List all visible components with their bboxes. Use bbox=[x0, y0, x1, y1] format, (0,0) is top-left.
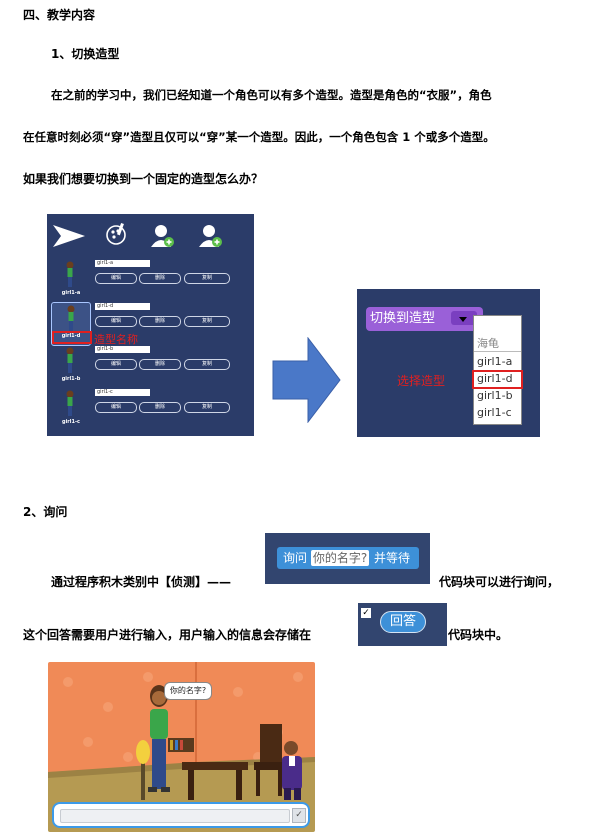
costume-panel: girl1-a girl1-a 编辑 删除 复制 girl1-d girl1-d… bbox=[47, 214, 254, 436]
answer-input-field[interactable] bbox=[60, 809, 290, 823]
costume-row[interactable]: girl1-c girl1-c 编辑 删除 复制 bbox=[47, 388, 254, 434]
delete-button[interactable]: 删除 bbox=[139, 402, 181, 413]
delete-button[interactable]: 删除 bbox=[139, 273, 181, 284]
girl-figure-icon bbox=[66, 390, 74, 416]
dropdown-option-selected[interactable]: girl1-d bbox=[477, 372, 513, 385]
dropdown-divider bbox=[474, 351, 521, 352]
costume-row[interactable]: girl1-b girl1-b 编辑 删除 复制 bbox=[47, 345, 254, 391]
switch-costume-label: 切换到造型 bbox=[370, 311, 436, 326]
upload-costume-icon[interactable] bbox=[198, 223, 224, 249]
costume-thumbnail[interactable] bbox=[51, 388, 89, 430]
section-heading: 四、教学内容 bbox=[23, 8, 96, 22]
palette-icon[interactable] bbox=[105, 222, 127, 246]
edit-button[interactable]: 编辑 bbox=[95, 273, 137, 284]
edit-button[interactable]: 编辑 bbox=[95, 316, 137, 327]
costume-thumb-label: girl1-a bbox=[61, 290, 81, 296]
dropdown-option[interactable]: 海龟 bbox=[477, 337, 499, 350]
answer-sentence-end: 代码块中。 bbox=[448, 628, 509, 642]
check-icon[interactable]: ✓ bbox=[292, 808, 306, 823]
paragraph-line-3: 如果我们想要切换到一个固定的造型怎么办？ bbox=[23, 172, 264, 186]
right-arrow-icon bbox=[272, 337, 341, 423]
add-costume-icon[interactable] bbox=[150, 223, 176, 249]
speech-bubble: 你的名字? bbox=[164, 682, 212, 700]
girl-figure-icon bbox=[67, 305, 75, 331]
stage-scene: 你的名字? ✓ bbox=[48, 662, 315, 832]
copy-button[interactable]: 复制 bbox=[184, 316, 230, 327]
ask-and-wait-block[interactable]: 询问 你的名字? 并等待 bbox=[277, 547, 419, 569]
costume-name-field[interactable]: girl1-d bbox=[95, 303, 150, 310]
costume-name-field[interactable]: girl1-c bbox=[95, 389, 150, 396]
delete-button[interactable]: 删除 bbox=[139, 359, 181, 370]
answer-reporter-block[interactable]: 回答 bbox=[380, 611, 426, 633]
dropdown-option[interactable]: girl1-b bbox=[477, 389, 513, 402]
answer-sentence-start: 这个回答需要用户进行输入，用户输入的信息会存储在 bbox=[23, 628, 312, 642]
select-costume-annotation: 选择造型 bbox=[397, 374, 446, 388]
answer-block-image: ✓ 回答 bbox=[358, 603, 447, 646]
ask-question-input[interactable]: 你的名字? bbox=[311, 550, 369, 566]
costume-thumb-label: girl1-c bbox=[62, 419, 80, 425]
costume-name-annotation: 造型名称 bbox=[94, 333, 138, 346]
costume-dropdown-list: 海龟 girl1-a girl1-d girl1-b girl1-c bbox=[472, 315, 523, 425]
costume-thumb-label: girl1-b bbox=[61, 376, 81, 382]
paragraph-line-2: 在任意时刻必须“穿”造型且仅可以“穿”某一个造型。因此，一个角色包含 1 个或多… bbox=[23, 130, 495, 144]
costume-thumbnail[interactable] bbox=[51, 259, 89, 301]
girl-sprite[interactable] bbox=[148, 685, 170, 792]
boy-sprite[interactable] bbox=[282, 741, 302, 800]
edit-button[interactable]: 编辑 bbox=[95, 402, 137, 413]
copy-button[interactable]: 复制 bbox=[184, 402, 230, 413]
subsection-title-switch-costume: 1、切换造型 bbox=[51, 47, 120, 61]
chevron-down-icon bbox=[459, 317, 467, 322]
costume-name-field[interactable]: girl1-a bbox=[95, 260, 150, 267]
selected-costume-highlight bbox=[472, 370, 523, 389]
answer-checkbox[interactable]: ✓ bbox=[361, 608, 371, 618]
costume-thumbnail[interactable] bbox=[51, 345, 89, 387]
costume-thumb-label: girl1-d bbox=[61, 333, 81, 339]
girl-figure-icon bbox=[66, 347, 74, 373]
and-wait-label: 并等待 bbox=[374, 551, 411, 565]
subsection-title-ask: 2、询问 bbox=[23, 505, 68, 519]
switch-costume-block[interactable]: 切换到造型 bbox=[366, 307, 483, 331]
room-backdrop bbox=[48, 662, 315, 832]
costume-dropdown[interactable] bbox=[451, 311, 477, 325]
delete-button[interactable]: 删除 bbox=[139, 316, 181, 327]
costume-name-field[interactable]: girl1-b bbox=[95, 346, 150, 353]
ask-prompt-box: ✓ bbox=[52, 802, 310, 828]
copy-button[interactable]: 复制 bbox=[184, 273, 230, 284]
ask-sentence-start: 通过程序积木类别中【侦测】—— bbox=[51, 575, 232, 589]
ask-label: 询问 bbox=[283, 551, 308, 565]
costume-name-highlight bbox=[52, 331, 92, 344]
switch-costume-panel: 切换到造型 海龟 girl1-a girl1-d girl1-b girl1-c… bbox=[357, 289, 540, 437]
girl-figure-icon bbox=[66, 261, 74, 287]
paragraph-line-1: 在之前的学习中，我们已经知道一个角色可以有多个造型。造型是角色的“衣服”，角色 bbox=[51, 88, 492, 102]
costume-row[interactable]: girl1-d girl1-d 编辑 删除 复制 bbox=[47, 302, 254, 348]
edit-button[interactable]: 编辑 bbox=[95, 359, 137, 370]
costume-row[interactable]: girl1-a girl1-a 编辑 删除 复制 bbox=[47, 259, 254, 305]
copy-button[interactable]: 复制 bbox=[184, 359, 230, 370]
paint-brush-arrow-icon[interactable] bbox=[51, 222, 87, 250]
costume-thumbnail-selected[interactable] bbox=[51, 302, 91, 346]
ask-sentence-end: 代码块可以进行询问， bbox=[439, 575, 560, 589]
ask-block-image: 询问 你的名字? 并等待 bbox=[265, 533, 430, 584]
dropdown-option[interactable]: girl1-c bbox=[477, 406, 512, 419]
dropdown-option[interactable]: girl1-a bbox=[477, 355, 513, 368]
